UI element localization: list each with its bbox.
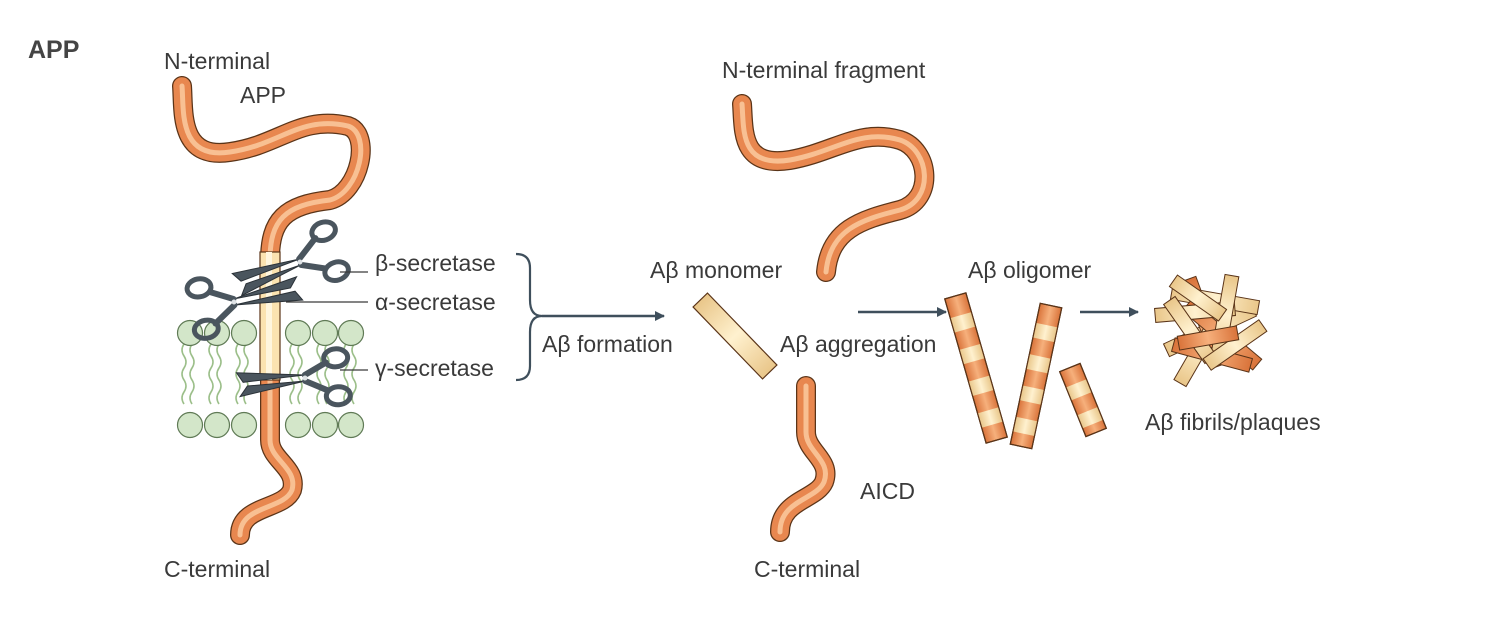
abeta-monomer-label: Aβ monomer [650,257,783,283]
n-terminal-fragment [732,94,935,282]
aicd-fragment [770,376,836,542]
app-label: APP [240,82,287,108]
beta-secretase-label: β-secretase [375,250,496,276]
secretase-leader-lines [286,271,368,371]
aicd-label: AICD [860,478,915,504]
abeta-oligomer-label: Aβ oligomer [968,257,1092,283]
app-protein [172,76,371,545]
c-terminal-label-left: C-terminal [164,556,271,582]
oligomer-rod [1058,362,1108,438]
alpha-secretase-label: α-secretase [375,289,496,315]
beta-secretase-scissors-icon [231,219,351,297]
lipid-heads-bottom [176,411,365,439]
abeta-fibrils-cluster [1154,273,1268,388]
gamma-secretase-scissors-icon [235,346,353,408]
cell-membrane [176,319,365,439]
secretase-brace [515,252,543,382]
alpha-secretase-scissors-icon [184,275,304,341]
abeta-aggregation-label: Aβ aggregation [780,331,937,357]
abeta-fibrils-label: Aβ fibrils/plaques [1145,409,1321,435]
gamma-secretase-label: γ-secretase [375,355,494,381]
abeta-monomer [692,292,778,380]
diagram-title: APP [28,36,80,64]
abeta-formation-label: Aβ formation [542,331,673,357]
oligomer-rod [1009,302,1063,450]
n-terminal-label: N-terminal [164,48,271,74]
n-terminal-fragment-label: N-terminal fragment [722,57,926,83]
abeta-oligomer [944,292,1108,450]
c-terminal-label-right: C-terminal [754,556,861,582]
oligomer-rod [944,292,1008,444]
